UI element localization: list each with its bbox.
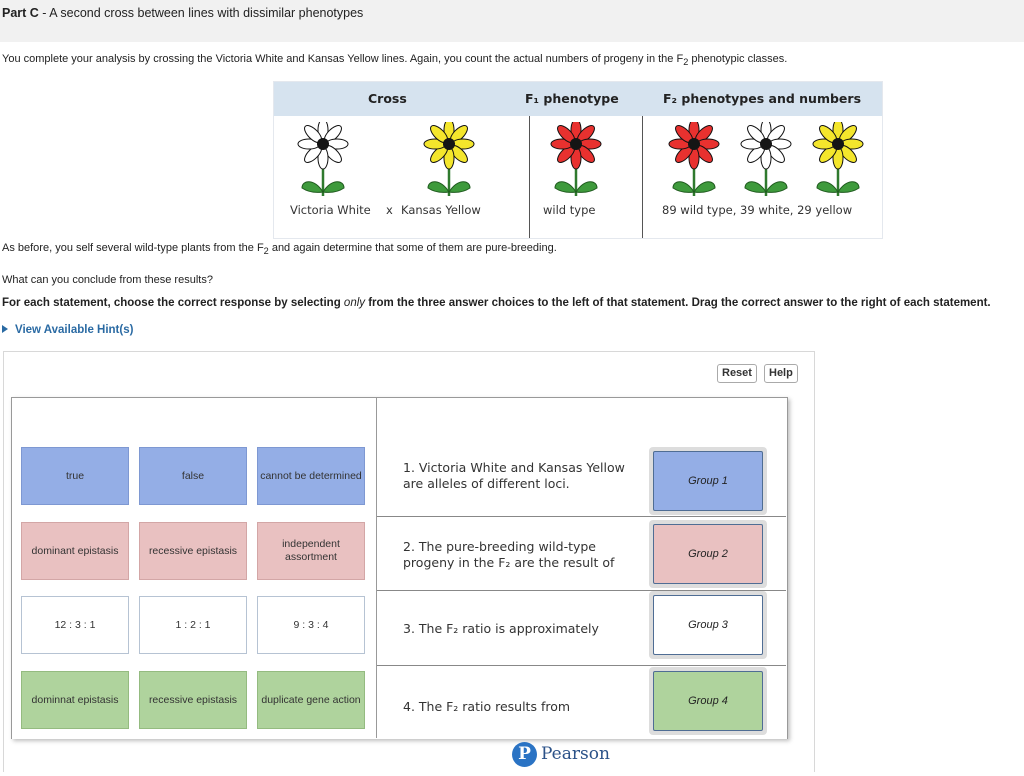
answer-tile-duplicate-gene-action[interactable]: duplicate gene action	[257, 671, 365, 729]
cross-table: Cross F₁ phenotype F₂ phenotypes and num…	[273, 81, 883, 239]
intro-text: You complete your analysis by crossing t…	[2, 53, 788, 68]
answer-tile-cannot-be-determined[interactable]: cannot be determined	[257, 447, 365, 505]
pearson-wordmark: Pearson	[541, 744, 610, 764]
parent-1-label: Victoria White	[290, 203, 371, 217]
drop-target-group-1[interactable]: Group 1	[649, 447, 767, 515]
answer-tile-independent-assortment[interactable]: independent assortment	[257, 522, 365, 580]
part-header: Part C - A second cross between lines wi…	[0, 0, 1024, 42]
answer-tile-recessive-epistasis[interactable]: recessive epistasis	[139, 522, 247, 580]
answer-tile-12-3-1[interactable]: 12 : 3 : 1	[21, 596, 129, 654]
header-f1: F₁ phenotype	[525, 91, 619, 106]
workspace	[11, 397, 788, 739]
pearson-p-icon: P	[512, 741, 537, 767]
answer-tile-true[interactable]: true	[21, 447, 129, 505]
f1-phenotype-label: wild type	[543, 203, 596, 217]
reset-button[interactable]: Reset	[717, 364, 757, 383]
answer-tile-false[interactable]: false	[139, 447, 247, 505]
group-2-label: Group 2	[653, 524, 763, 584]
statement-3: 3. The F₂ ratio is approximately	[403, 621, 599, 636]
group-4-label: Group 4	[653, 671, 763, 731]
question-text: What can you conclude from these results…	[2, 274, 213, 286]
expand-triangle-icon	[2, 325, 8, 333]
table-divider	[642, 116, 643, 238]
row-divider	[377, 516, 786, 517]
help-button[interactable]: Help	[764, 364, 798, 383]
white-flower-icon	[739, 122, 793, 198]
answer-tile-1-2-1[interactable]: 1 : 2 : 1	[139, 596, 247, 654]
row-divider	[377, 665, 786, 666]
f2-results-label: 89 wild type, 39 white, 29 yellow	[662, 203, 853, 217]
instruction-text: For each statement, choose the correct r…	[2, 297, 991, 309]
answer-tile-dominnat-epistasis[interactable]: dominnat epistasis	[21, 671, 129, 729]
yellow-flower-icon	[422, 122, 476, 198]
yellow-flower-icon	[811, 122, 865, 198]
row-divider	[377, 590, 786, 591]
header-f2: F₂ phenotypes and numbers	[663, 91, 862, 106]
drag-drop-panel	[3, 351, 815, 772]
answer-tile-dominant-epistasis[interactable]: dominant epistasis	[21, 522, 129, 580]
header-cross: Cross	[368, 91, 407, 106]
answer-tile-9-3-4[interactable]: 9 : 3 : 4	[257, 596, 365, 654]
white-flower-icon	[296, 122, 350, 198]
part-title: Part C - A second cross between lines wi…	[2, 6, 364, 20]
wild-type-flower-icon	[667, 122, 721, 198]
drop-target-group-4[interactable]: Group 4	[649, 667, 767, 735]
view-hints-link[interactable]: View Available Hint(s)	[2, 324, 133, 336]
follow-up-text: As before, you self several wild-type pl…	[2, 242, 557, 257]
cross-x-label: x	[386, 203, 393, 217]
answer-tile-recessive-epistasis-2[interactable]: recessive epistasis	[139, 671, 247, 729]
group-3-label: Group 3	[653, 595, 763, 655]
drop-target-group-2[interactable]: Group 2	[649, 520, 767, 588]
pearson-logo: P Pearson	[512, 740, 610, 768]
parent-2-label: Kansas Yellow	[401, 203, 481, 217]
workspace-divider	[376, 397, 377, 738]
table-header: Cross F₁ phenotype F₂ phenotypes and num…	[274, 82, 882, 116]
wild-type-flower-icon	[549, 122, 603, 198]
table-divider	[529, 116, 530, 238]
statement-4: 4. The F₂ ratio results from	[403, 699, 571, 714]
group-1-label: Group 1	[653, 451, 763, 511]
drop-target-group-3[interactable]: Group 3	[649, 591, 767, 659]
